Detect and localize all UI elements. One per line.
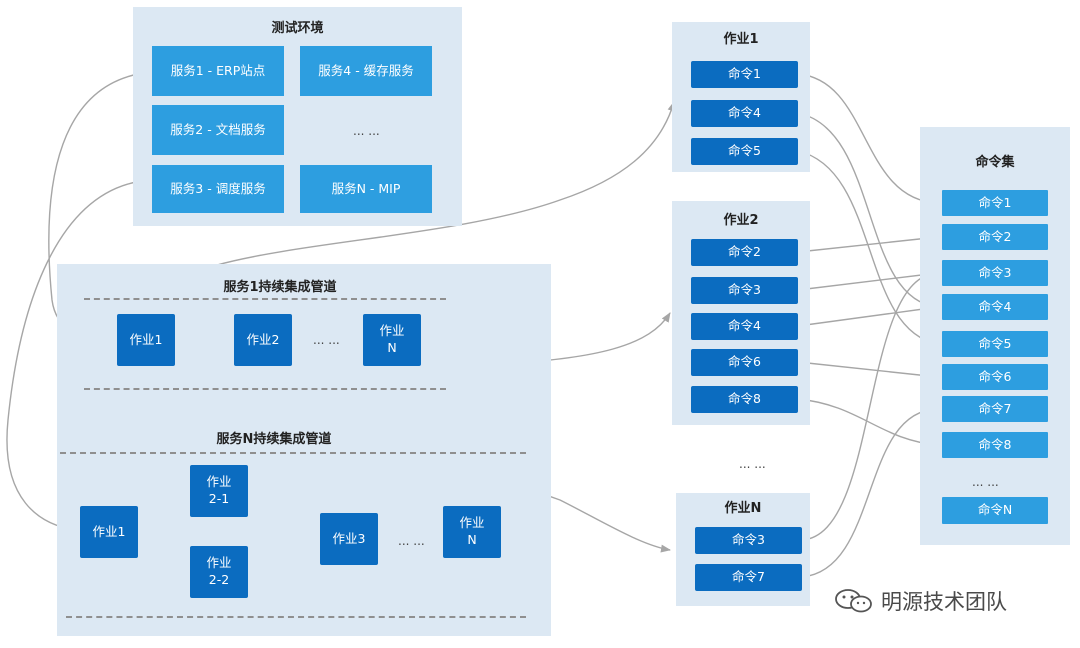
job-1-command-4: 命令4 [691, 100, 798, 127]
pipeline-n-job-1: 作业1 [80, 506, 138, 558]
job-n-command-7: 命令7 [695, 564, 802, 591]
pipeline-1-job-2: 作业2 [234, 314, 292, 366]
service-2-box: 服务2 - 文档服务 [152, 105, 284, 155]
command-set-command-4: 命令4 [942, 294, 1048, 320]
job-n-title: 作业N [724, 501, 762, 516]
jobs-ellipsis: ... ... [739, 457, 766, 471]
test-environment-panel: 测试环境 服务1 - ERP站点 服务4 - 缓存服务 服务2 - 文档服务 .… [133, 7, 462, 226]
job-2-command-4: 命令4 [691, 313, 798, 340]
job-n-command-3: 命令3 [695, 527, 802, 554]
services-ellipsis: ... ... [353, 124, 380, 138]
command-set-command-6: 命令6 [942, 364, 1048, 390]
connector-jobn-cmd7 [801, 405, 939, 578]
connector-job1-cmd4 [797, 112, 939, 311]
wechat-icon [835, 589, 872, 613]
service-n-box: 服务N - MIP [300, 165, 432, 213]
pipeline-n-ellipsis: ... ... [398, 534, 425, 548]
watermark: 明源技术团队 [833, 586, 1007, 616]
connector-job2-cmd8 [797, 398, 939, 449]
connector-job2-cmd6 [797, 361, 939, 381]
command-set-title: 命令集 [975, 155, 1015, 170]
pipeline-1-top-divider [84, 298, 446, 300]
connector-job2-cmd2 [797, 233, 939, 253]
job-2-command-3: 命令3 [691, 277, 798, 304]
service-4-box: 服务4 - 缓存服务 [300, 46, 432, 96]
pipeline-1-title: 服务1持续集成管道 [223, 280, 337, 295]
job-2-command-8: 命令8 [691, 386, 798, 413]
connector-test-env-to-pipeline-n [6, 179, 153, 533]
service-3-box: 服务3 - 调度服务 [152, 165, 284, 213]
connector-job1-cmd1 [797, 73, 939, 207]
job-2-command-6: 命令6 [691, 349, 798, 376]
connector-jobn-cmd3 [801, 269, 939, 541]
pipeline-n-top-divider [60, 452, 526, 454]
pipeline-1-ellipsis: ... ... [313, 333, 340, 347]
command-set-ellipsis: ... ... [972, 475, 999, 489]
service-1-box: 服务1 - ERP站点 [152, 46, 284, 96]
command-set-command-2: 命令2 [942, 224, 1048, 250]
pipeline-1-job-1: 作业1 [117, 314, 175, 366]
job-1-command-5: 命令5 [691, 138, 798, 165]
pipeline-1-bottom-divider [84, 388, 446, 390]
test-environment-title: 测试环境 [271, 21, 324, 36]
pipeline-n-job-2-1: 作业 2-1 [190, 465, 248, 517]
command-set-command-5: 命令5 [942, 331, 1048, 357]
command-set-command-n: 命令N [942, 497, 1048, 524]
job-2-title: 作业2 [723, 213, 759, 228]
pipeline-n-job-3: 作业3 [320, 513, 378, 565]
connector-job1-cmd5 [797, 150, 939, 347]
command-set-command-1: 命令1 [942, 190, 1048, 216]
pipeline-n-bottom-divider [66, 616, 526, 618]
command-set-command-8: 命令8 [942, 432, 1048, 458]
command-set-command-7: 命令7 [942, 396, 1048, 422]
pipeline-n-title: 服务N持续集成管道 [216, 432, 332, 447]
job-1-command-1: 命令1 [691, 61, 798, 88]
pipeline-n-job-n: 作业 N [443, 506, 501, 558]
command-set-command-3: 命令3 [942, 260, 1048, 286]
connector-job2-cmd4 [797, 304, 939, 327]
watermark-text: 明源技术团队 [881, 590, 1007, 614]
connector-job2-cmd3 [797, 270, 939, 291]
pipeline-1-job-n: 作业 N [363, 314, 421, 366]
pipeline-n-job-2-2: 作业 2-2 [190, 546, 248, 598]
job-2-command-2: 命令2 [691, 239, 798, 266]
job-1-title: 作业1 [723, 32, 759, 47]
